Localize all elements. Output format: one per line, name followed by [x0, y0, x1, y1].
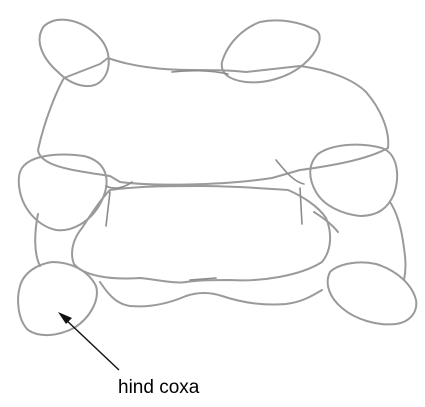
left-mesosternal-line: [106, 192, 110, 226]
left-hind-coxa: [18, 262, 97, 335]
left-fore-coxa: [40, 20, 109, 86]
hind-coxa-label: hind coxa: [118, 377, 199, 399]
mesosternum-plate: [72, 186, 330, 283]
right-middle-coxa: [310, 145, 397, 216]
right-hind-coxa: [328, 262, 417, 324]
pointer-arrow-line: [64, 318, 119, 370]
pointer-arrowhead: [58, 312, 72, 324]
left-middle-coxa: [19, 155, 107, 231]
prothorax-plate: [38, 58, 388, 185]
right-fore-coxa: [222, 20, 320, 82]
right-mesosternal-line: [300, 188, 302, 224]
